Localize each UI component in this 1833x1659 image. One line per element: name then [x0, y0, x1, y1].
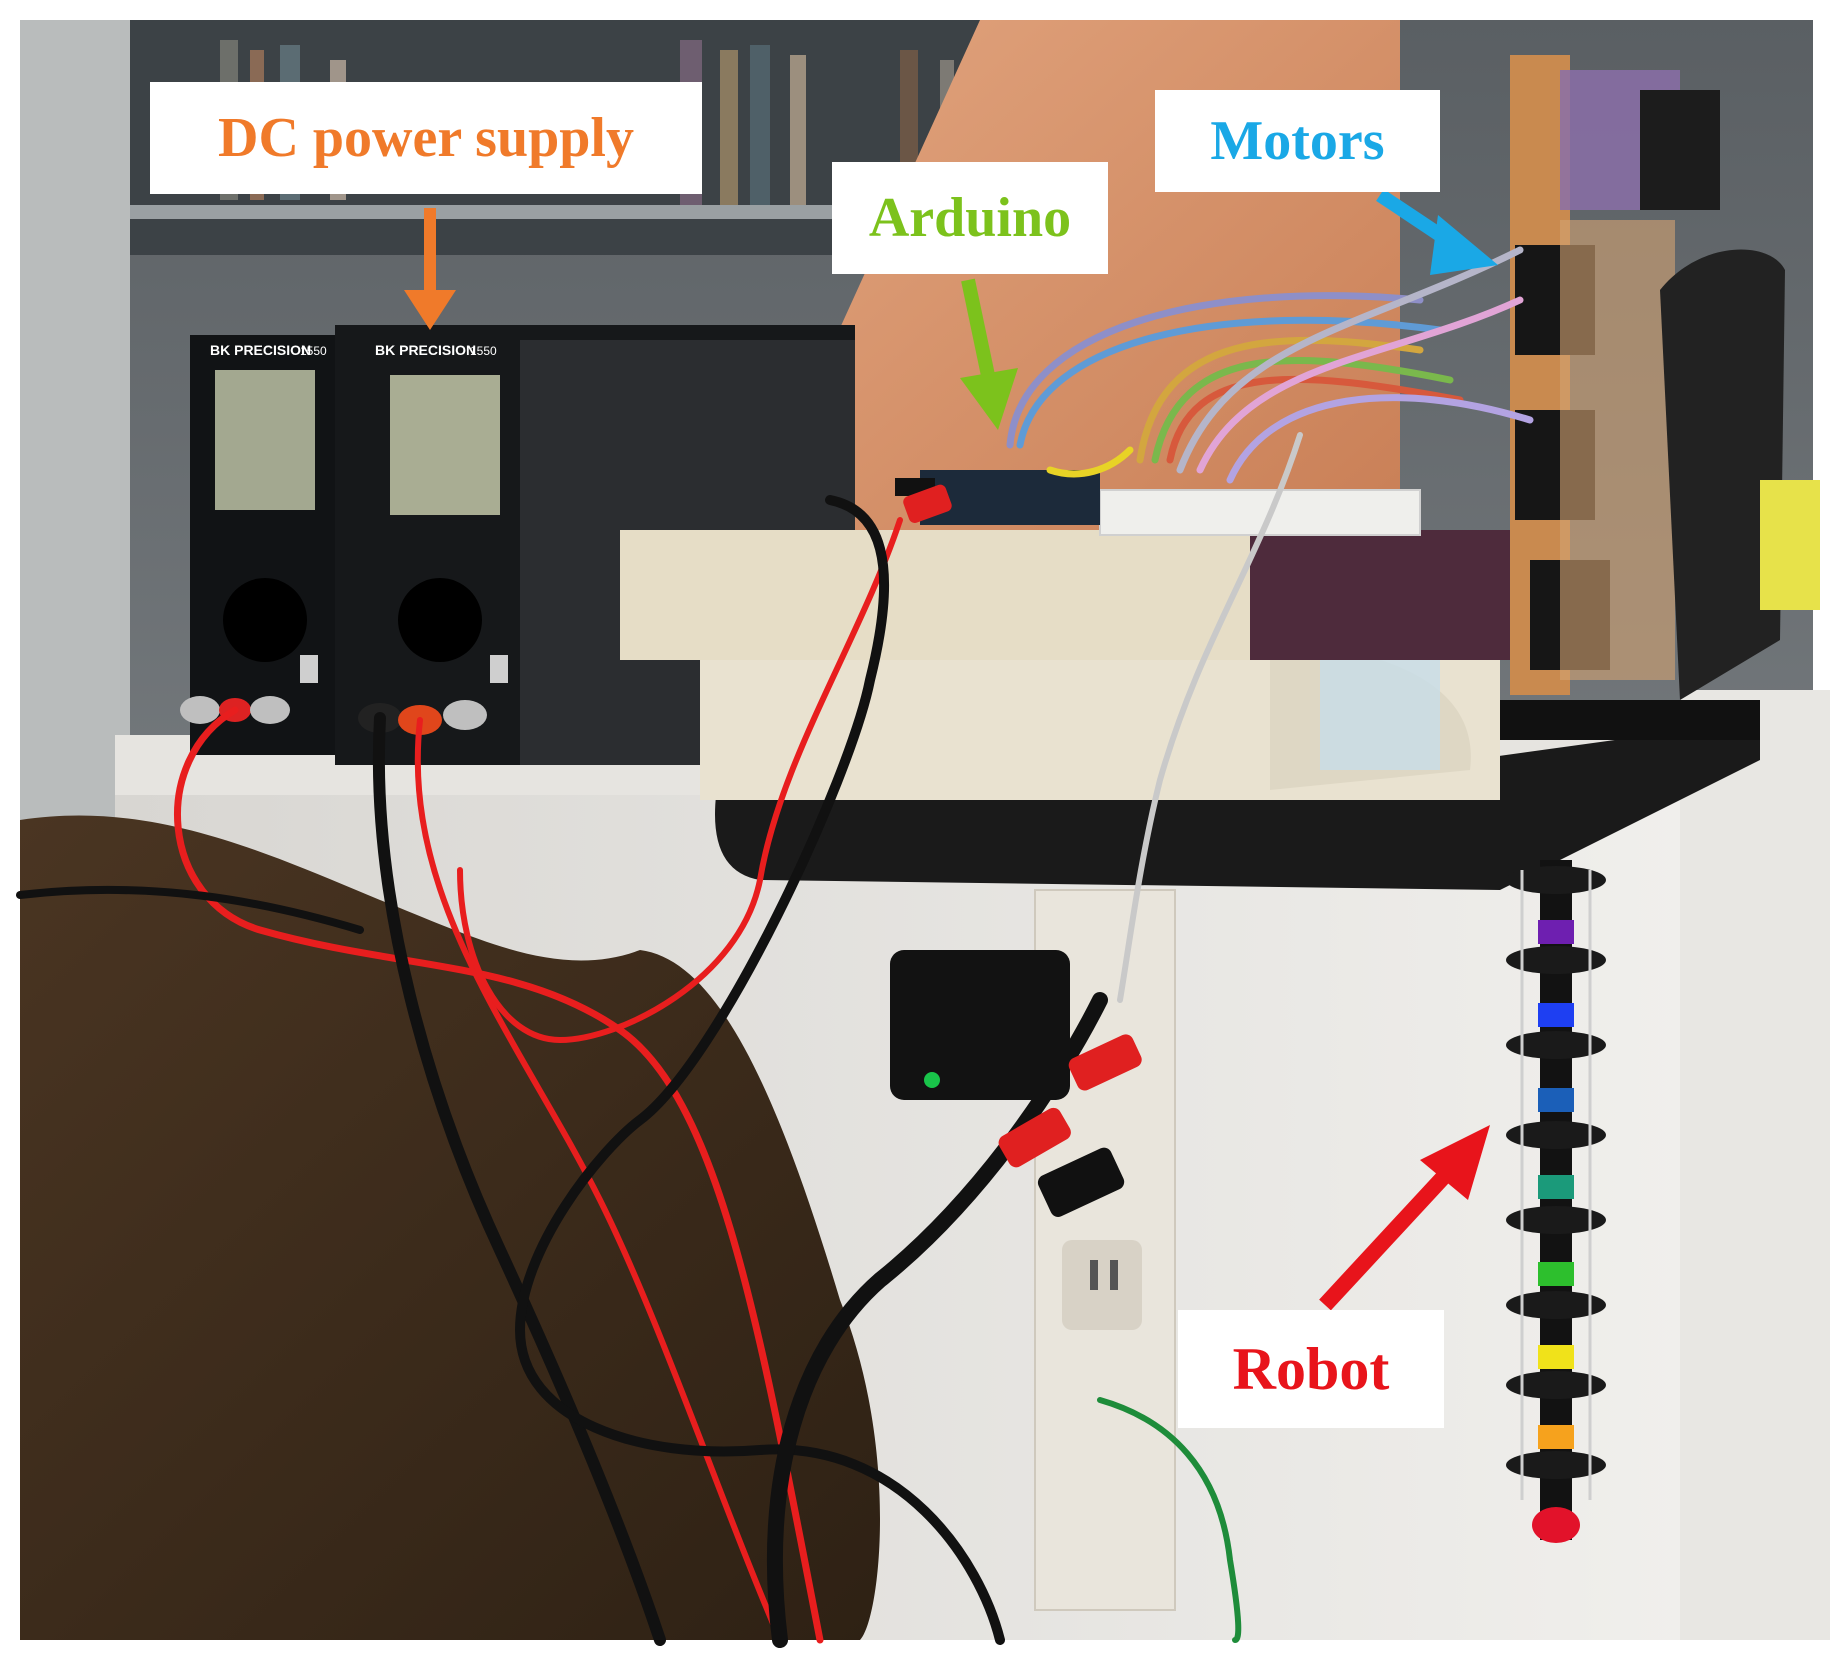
- chair-back: [1660, 249, 1785, 700]
- robot-label: Robot: [1178, 1310, 1444, 1428]
- power-adapter: [890, 950, 1070, 1100]
- jumper-wires: [1006, 246, 1534, 484]
- arrow-robot: [1319, 1125, 1490, 1311]
- arrow-motors: [1376, 189, 1498, 275]
- continuum-robot: [1506, 860, 1606, 1543]
- breadboard: [1099, 489, 1421, 536]
- brand-right-text: BK PRECISION: [375, 342, 476, 358]
- arduino-label: Arduino: [832, 162, 1108, 274]
- robot-label-text: Robot: [1232, 1335, 1390, 1402]
- brand-left-text: BK PRECISION: [210, 342, 311, 358]
- dc-power-supply-label: DC power supply: [150, 82, 702, 194]
- model-left-text: 1550: [300, 344, 327, 358]
- arrow-arduino: [960, 278, 1018, 430]
- arrow-dc-power: [404, 208, 456, 330]
- brown-cloth: [20, 815, 880, 1640]
- label-arrows: [404, 189, 1498, 1311]
- motors-label: Motors: [1155, 90, 1440, 192]
- motor-assembly: [1510, 55, 1720, 695]
- motors-label-text: Motors: [1210, 110, 1385, 172]
- book-stack: [620, 530, 1540, 800]
- arduino-label-text: Arduino: [868, 187, 1072, 249]
- arduino-board: [895, 470, 1100, 525]
- dc-power-supply-label-text: DC power supply: [218, 107, 634, 169]
- model-right-text: 1550: [470, 344, 497, 358]
- alligator-clips: [903, 484, 1142, 1217]
